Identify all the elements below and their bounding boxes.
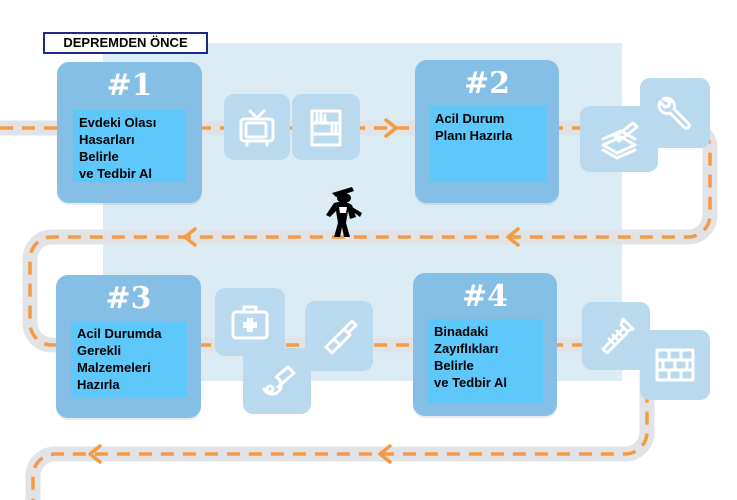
brick-wall-icon bbox=[640, 330, 710, 400]
arrow-left-icon bbox=[88, 444, 102, 464]
step-3-card: #3 Acil Durumda Gerekli Malzemeleri Hazı… bbox=[56, 275, 201, 418]
whistle-icon bbox=[243, 348, 311, 414]
step-2-number: #2 bbox=[463, 66, 510, 101]
arrow-left-icon bbox=[506, 227, 520, 247]
worker-icon bbox=[326, 187, 362, 237]
step-4-label: Binadaki Zayıflıkları Belirle ve Tedbir … bbox=[428, 319, 543, 403]
step-3-label: Acil Durumda Gerekli Malzemeleri Hazırla bbox=[71, 321, 187, 397]
arrow-left-icon bbox=[183, 227, 197, 247]
arrow-left-icon bbox=[378, 444, 392, 464]
wrench-icon bbox=[640, 78, 710, 148]
arrow-right-icon bbox=[384, 118, 398, 138]
page-title: DEPREMDEN ÖNCE bbox=[43, 32, 208, 54]
flashlight-icon bbox=[305, 301, 373, 371]
step-2-label: Acil Durum Planı Hazırla bbox=[429, 106, 547, 182]
step-1-number: #1 bbox=[106, 68, 153, 103]
bookshelf-icon bbox=[292, 94, 360, 160]
step-1-label: Evdeki Olası Hasarları Belirle ve Tedbir… bbox=[73, 110, 186, 182]
tv-icon bbox=[224, 94, 290, 160]
step-1-card: #1 Evdeki Olası Hasarları Belirle ve Ted… bbox=[57, 62, 202, 203]
step-3-number: #3 bbox=[105, 281, 152, 316]
step-4-number: #4 bbox=[461, 279, 508, 314]
first-aid-kit-icon bbox=[215, 288, 285, 356]
step-4-card: #4 Binadaki Zayıflıkları Belirle ve Tedb… bbox=[413, 273, 557, 416]
screw-icon bbox=[582, 302, 650, 370]
step-2-card: #2 Acil Durum Planı Hazırla bbox=[415, 60, 559, 203]
